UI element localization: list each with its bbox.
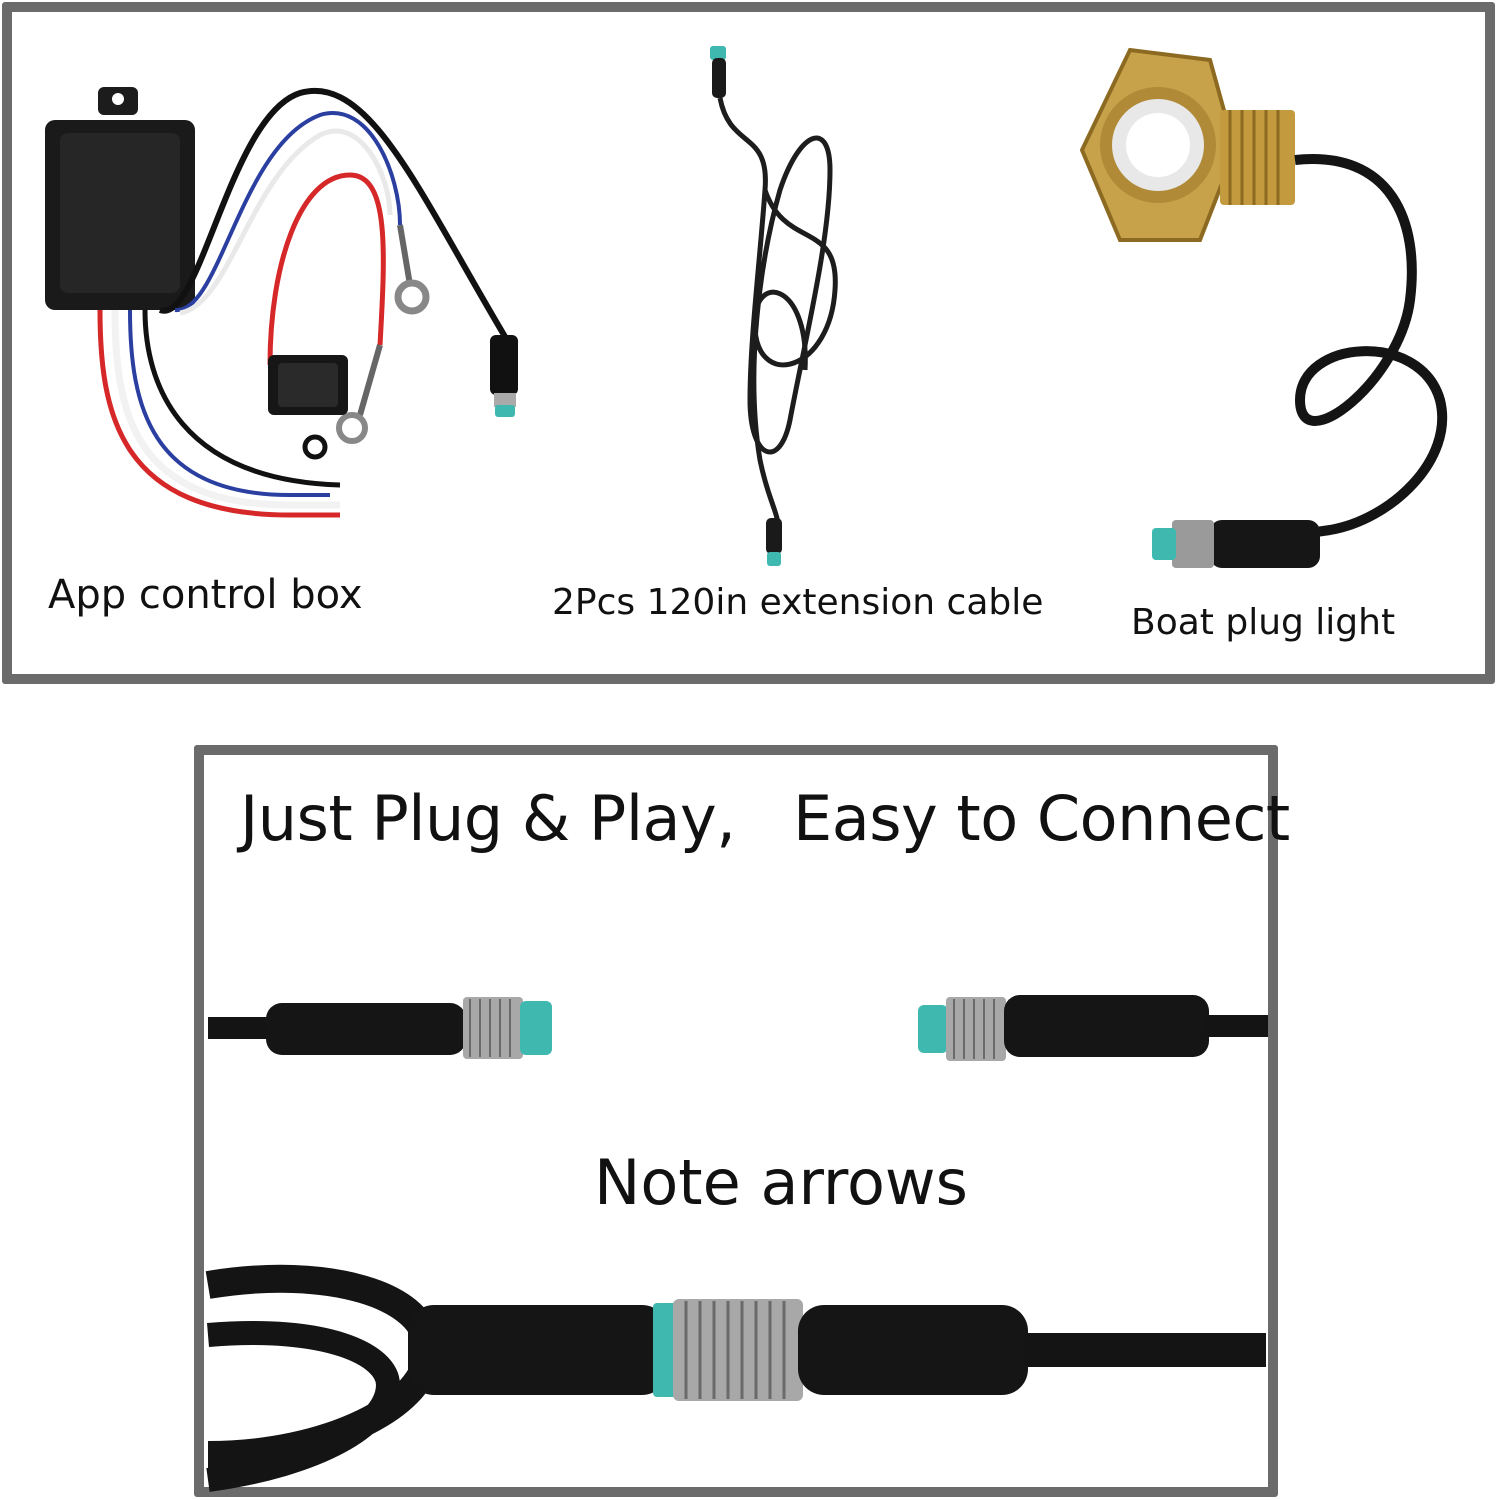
- extension-cable-image: [710, 46, 838, 566]
- joined-connectors-image: [205, 1264, 1266, 1492]
- boat-plug-light-image: [1079, 47, 1447, 568]
- note-arrows-text: Note arrows: [594, 1146, 968, 1219]
- control-box-label: App control box: [48, 572, 363, 618]
- female-connector-image: [918, 995, 1268, 1061]
- male-connector-image: [208, 997, 552, 1059]
- extension-cable-label: 2Pcs 120in extension cable: [552, 582, 1044, 623]
- boat-plug-light-label: Boat plug light: [1131, 602, 1396, 643]
- control-box-image: [45, 87, 518, 518]
- plug-and-play-headline: Just Plug & Play, Easy to Connect: [240, 782, 1290, 855]
